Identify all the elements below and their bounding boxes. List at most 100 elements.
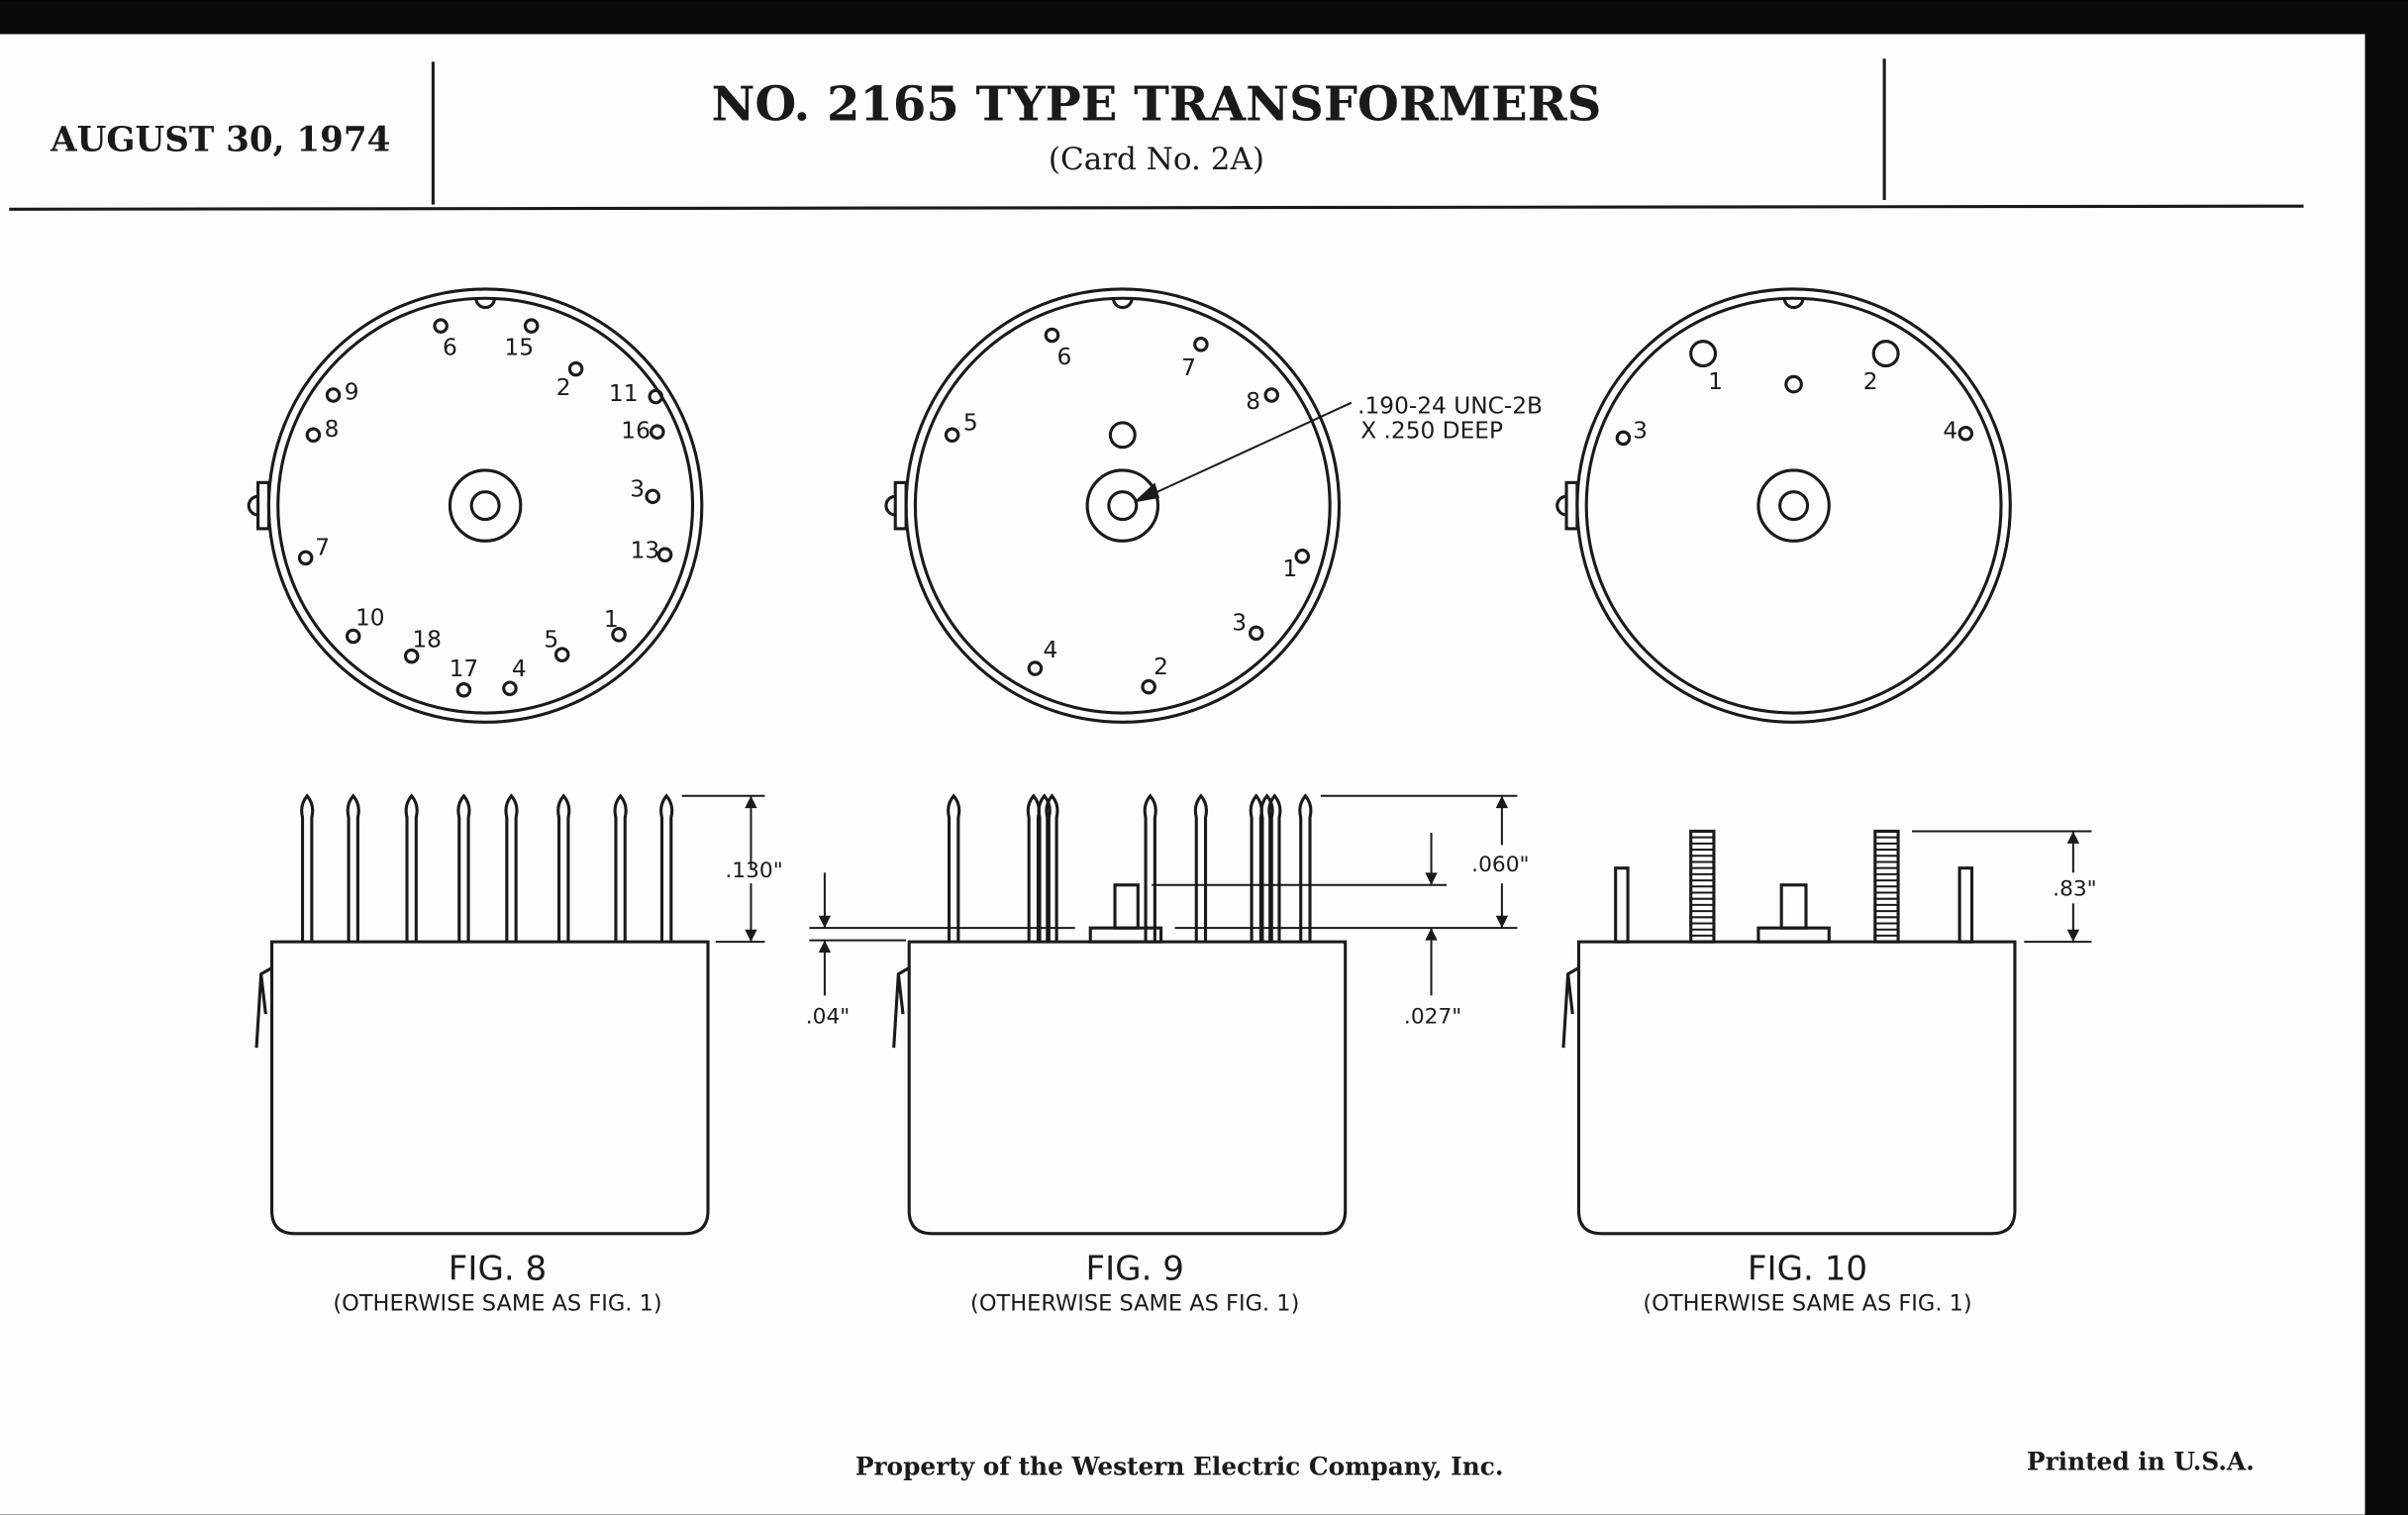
terminal-hole <box>345 628 361 645</box>
terminal-pin <box>504 793 519 943</box>
terminal-pin <box>1045 793 1059 943</box>
side-bracket <box>1561 966 1580 1049</box>
terminal-hole <box>1871 340 1900 368</box>
terminal-hole <box>297 550 314 566</box>
thread-callout: .190-24 UNC-2B <box>1357 393 1543 420</box>
terminal-hole <box>1193 337 1209 353</box>
terminal-label: 8 <box>325 416 340 443</box>
terminal-hole <box>325 387 342 403</box>
terminal-hole <box>1294 549 1311 564</box>
terminal-hole <box>611 627 627 643</box>
terminal-pin <box>1143 793 1157 943</box>
terminal-pin <box>1193 793 1208 943</box>
dimension-arrowhead <box>818 915 832 929</box>
card-number: (Card No. 2A) <box>1049 142 1264 177</box>
terminal-label: 2 <box>556 374 571 401</box>
side-lug <box>256 480 270 531</box>
figure-note: (OTHERWISE SAME AS FIG. 1) <box>1643 1290 1971 1316</box>
terminal-label: 1 <box>604 606 619 633</box>
terminal-pin <box>404 793 419 943</box>
terminal-label: 4 <box>512 656 527 682</box>
terminal-hole <box>502 680 518 696</box>
terminal-hole <box>1263 387 1279 403</box>
terminal-hole <box>455 681 472 698</box>
dimension-label: .83" <box>2053 877 2097 902</box>
dimension-label: .060" <box>1471 853 1529 877</box>
date-text: AUGUST 30, 1974 <box>50 120 390 159</box>
terminal-hole <box>650 424 665 440</box>
terminal-pin <box>659 793 674 943</box>
plain-post <box>1614 866 1630 944</box>
side-bracket <box>892 966 910 1049</box>
terminal-label: 2 <box>1863 368 1878 395</box>
dimension-arrowhead <box>2066 831 2080 844</box>
terminal-pin <box>556 793 571 943</box>
figure-label: FIG. 10 <box>1748 1249 1867 1288</box>
figure-label: FIG. 8 <box>449 1249 548 1288</box>
side-lug-tip <box>247 494 258 517</box>
terminal-hole <box>645 488 660 505</box>
terminal-pin <box>947 793 961 943</box>
terminal-hole <box>1615 430 1632 447</box>
terminal-label: 6 <box>443 335 457 361</box>
housing-inner-rim <box>1584 296 2003 715</box>
paper <box>0 34 2365 1515</box>
terminal-hole <box>553 647 570 662</box>
terminal-label: 6 <box>1056 344 1071 370</box>
terminal-label: 1 <box>1282 556 1297 582</box>
center-boss <box>448 468 523 543</box>
figure-note: (OTHERWISE SAME AS FIG. 1) <box>333 1290 661 1316</box>
terminal-label: 4 <box>1043 637 1057 663</box>
terminal-hole <box>433 318 449 334</box>
terminal-label: 10 <box>355 605 385 632</box>
terminal-hole <box>1957 425 1974 442</box>
terminal-label: 7 <box>1181 354 1196 381</box>
transformer-body <box>907 940 1348 1236</box>
plain-post <box>1957 866 1974 944</box>
terminal-label: 16 <box>621 417 651 444</box>
terminal-hole <box>1141 678 1156 695</box>
terminal-hole <box>523 318 540 334</box>
dimension-label: .130" <box>725 858 782 883</box>
mounting-hole <box>1784 374 1803 394</box>
dimension-arrowhead <box>745 929 757 943</box>
terminal-label: 1 <box>1708 368 1723 395</box>
terminal-label: 7 <box>315 534 330 560</box>
center-hole <box>1778 490 1810 522</box>
side-lug <box>1564 480 1579 531</box>
center-hole <box>1107 490 1139 522</box>
terminal-hole <box>403 648 420 664</box>
side-lug <box>893 480 908 531</box>
header-rule <box>9 204 2304 211</box>
center-post <box>1779 883 1808 930</box>
terminal-hole <box>656 547 673 563</box>
terminal-pin <box>1298 793 1313 943</box>
terminal-hole <box>1027 660 1044 676</box>
dimension-arrowhead <box>2066 929 2080 943</box>
callout-leader <box>1144 401 1353 499</box>
thread-depth-callout: X .250 DEEP <box>1360 417 1503 444</box>
terminal-pin <box>456 793 471 943</box>
dimension-arrowhead <box>1425 928 1438 941</box>
terminal-label: 5 <box>544 626 558 653</box>
dimension-arrowhead <box>818 940 832 953</box>
terminal-pin <box>346 793 360 943</box>
housing-inner-rim <box>913 296 1332 715</box>
terminal-label: 8 <box>1246 388 1260 415</box>
terminal-label: 2 <box>1154 654 1168 680</box>
side-lug-tip <box>884 494 896 517</box>
property-notice: Property of the Western Electric Company… <box>855 1452 1504 1480</box>
terminal-label: 17 <box>450 656 479 682</box>
center-post <box>1113 883 1140 930</box>
terminal-hole <box>1689 340 1718 368</box>
dimension-label: .027" <box>1404 1004 1461 1029</box>
key-notch <box>1111 298 1134 310</box>
dimension-arrowhead <box>745 795 757 809</box>
key-notch <box>474 298 496 310</box>
terminal-hole <box>305 427 322 444</box>
terminal-label: 3 <box>1232 609 1247 636</box>
terminal-hole <box>1044 327 1060 344</box>
key-notch <box>1782 298 1805 310</box>
terminal-label: 13 <box>631 537 660 563</box>
